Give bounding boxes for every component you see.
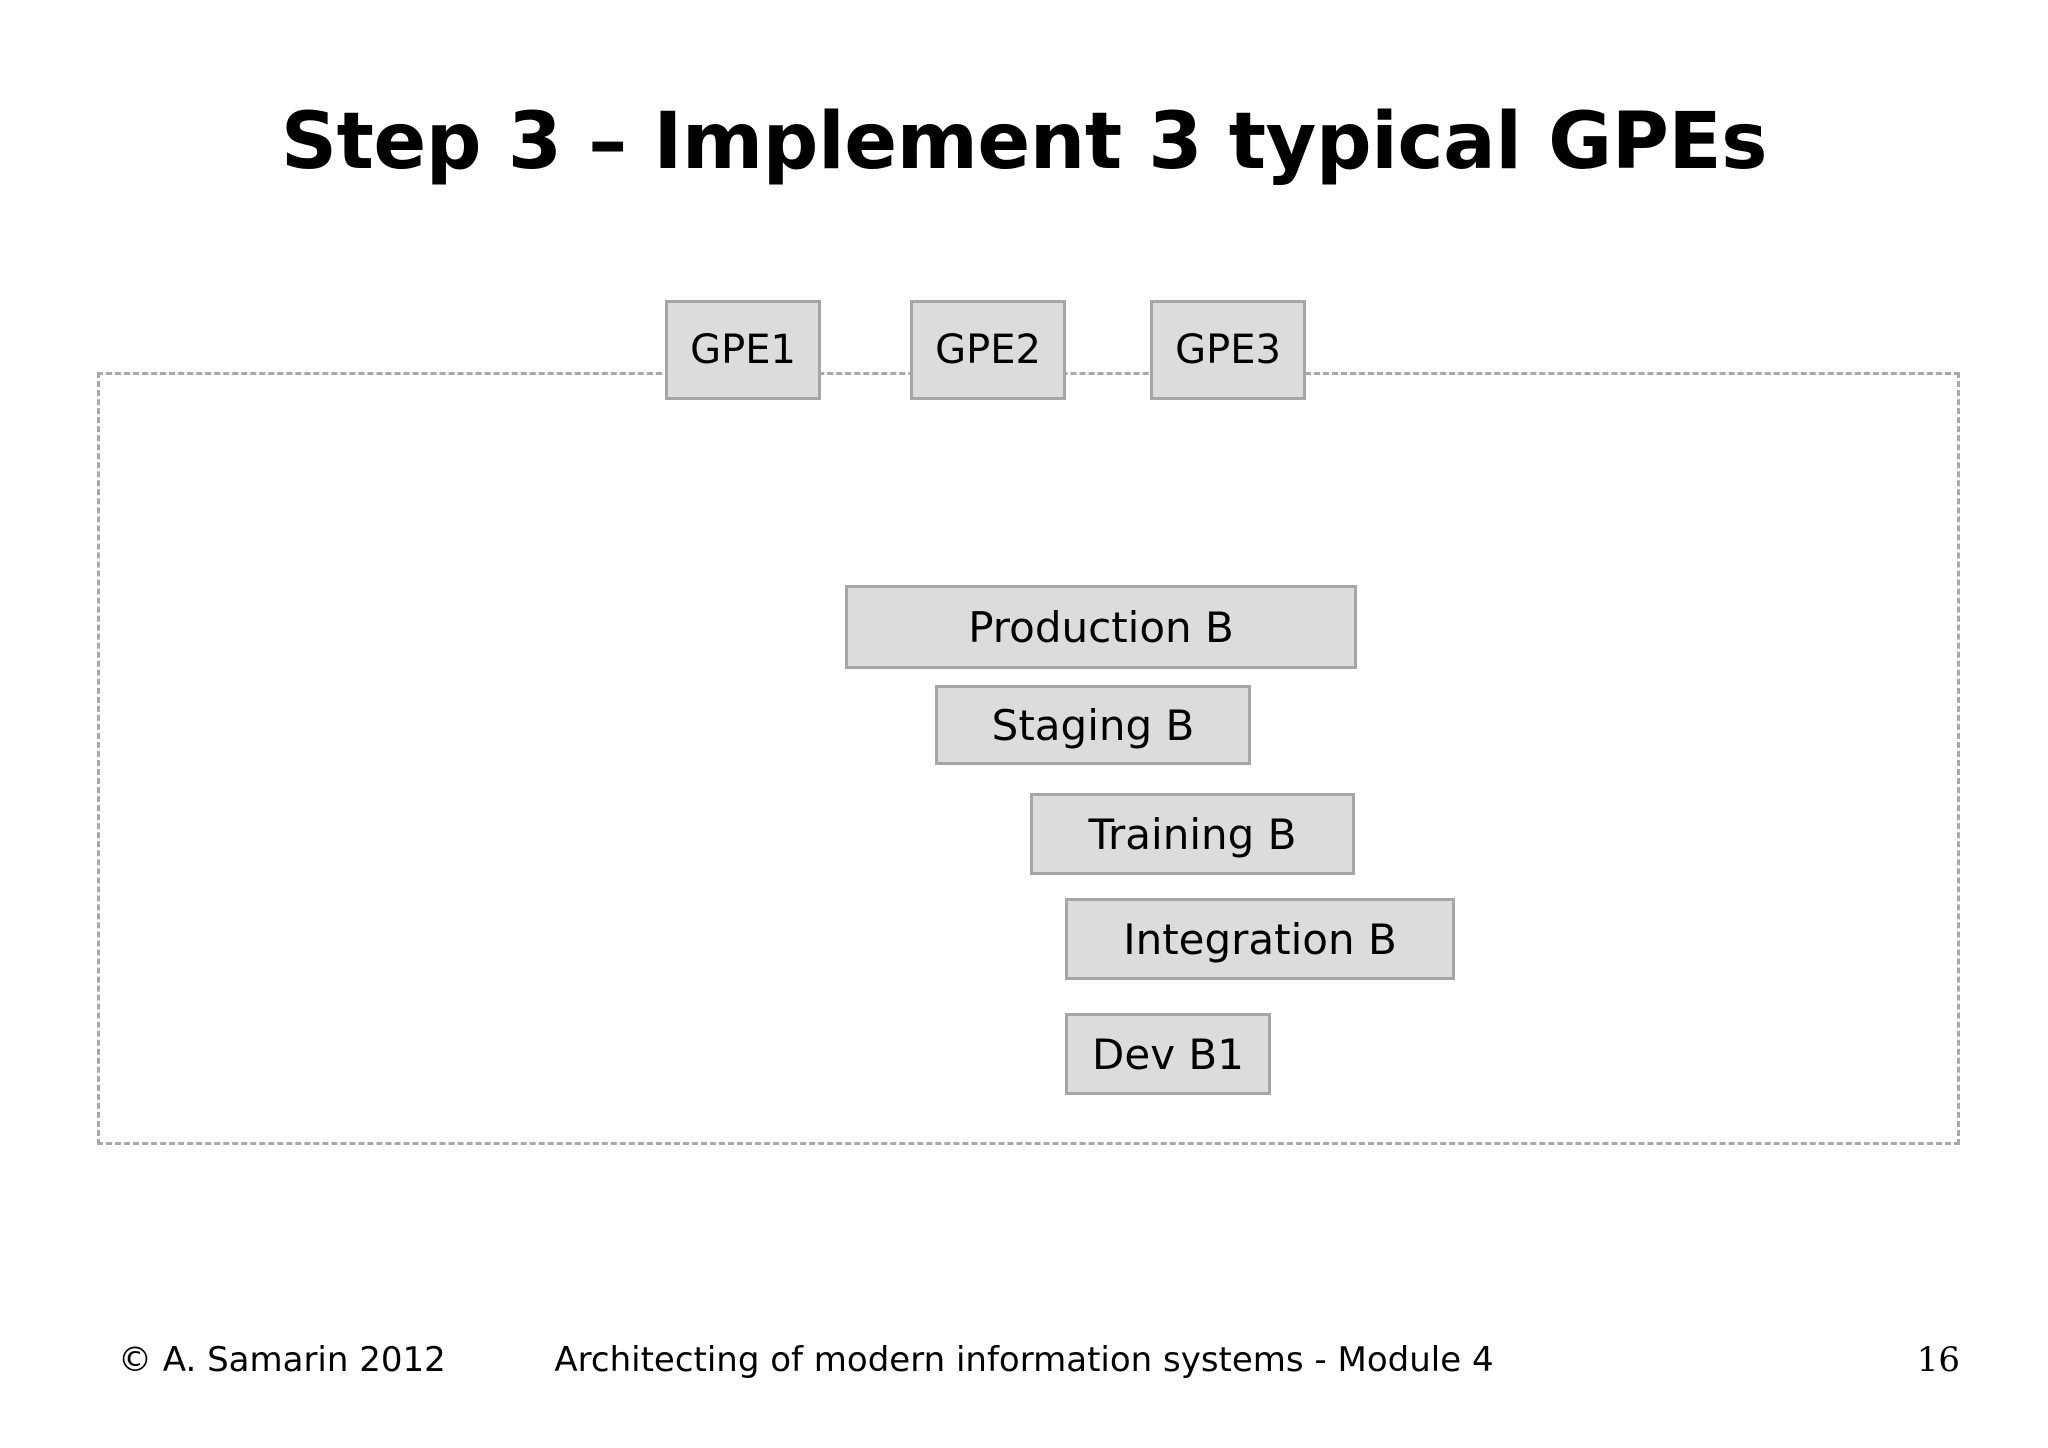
environment-box-training-b[interactable]: Training B — [1030, 793, 1355, 875]
gpe-box-1[interactable]: GPE1 — [665, 300, 821, 400]
environment-box-dev-b1-label: Dev B1 — [1092, 1029, 1244, 1079]
page-title: Step 3 – Implement 3 typical GPEs — [280, 97, 1768, 187]
environment-box-production-b[interactable]: Production B — [845, 585, 1357, 669]
footer-course-title: Architecting of modern information syste… — [554, 1340, 1494, 1380]
environment-box-training-b-label: Training B — [1088, 809, 1297, 859]
slide-footer: © A. Samarin 2012 Architecting of modern… — [0, 1338, 2048, 1388]
environment-box-integration-b[interactable]: Integration B — [1065, 898, 1455, 980]
gpe-box-2[interactable]: GPE2 — [910, 300, 1066, 400]
environment-box-production-b-label: Production B — [968, 602, 1234, 652]
gpe-box-1-label: GPE1 — [690, 327, 796, 373]
footer-copyright: © A. Samarin 2012 — [118, 1340, 446, 1380]
gpe-box-3[interactable]: GPE3 — [1150, 300, 1306, 400]
environment-box-dev-b1[interactable]: Dev B1 — [1065, 1013, 1271, 1095]
environment-box-staging-b-label: Staging B — [991, 700, 1195, 750]
footer-page-number: 16 — [1916, 1340, 1960, 1380]
gpe-box-3-label: GPE3 — [1175, 327, 1281, 373]
environment-box-integration-b-label: Integration B — [1123, 914, 1397, 964]
gpe-box-2-label: GPE2 — [935, 327, 1041, 373]
environment-box-staging-b[interactable]: Staging B — [935, 685, 1251, 765]
